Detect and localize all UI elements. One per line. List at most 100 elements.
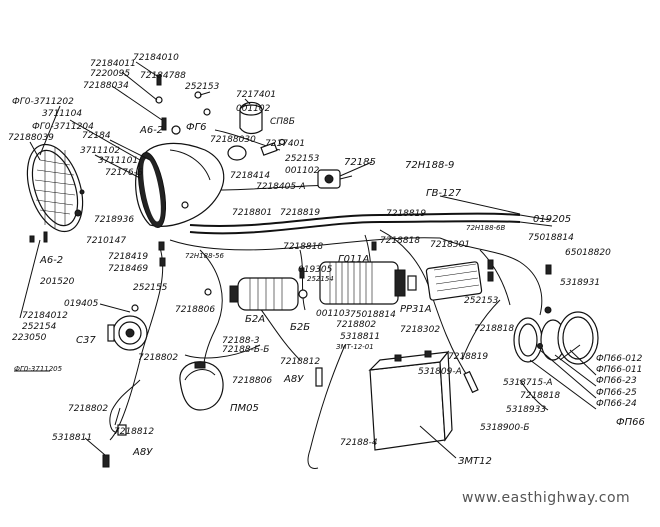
part-label: 7218414 bbox=[230, 171, 270, 181]
part-label: 001103 bbox=[316, 309, 351, 319]
part-label: ФП66-012 bbox=[596, 354, 643, 364]
headlamp-lens bbox=[26, 143, 85, 233]
part-label: 5318811 bbox=[340, 332, 380, 342]
part-label: А6-2 bbox=[139, 125, 163, 136]
part-label: ФП66-24 bbox=[596, 399, 637, 409]
part-label: 7218818 bbox=[380, 236, 420, 246]
part-label: 001102 bbox=[236, 104, 271, 114]
generator bbox=[319, 261, 417, 305]
part-label: Г011А bbox=[338, 254, 370, 265]
part-label: 5318811 bbox=[52, 433, 92, 443]
part-label: 72184010 bbox=[133, 53, 179, 63]
part-label: 7218405-А bbox=[256, 182, 306, 192]
part-label: 019305 bbox=[298, 265, 333, 275]
part-label: 7218302 bbox=[400, 325, 440, 335]
part-label: 72188-3 bbox=[222, 336, 260, 346]
part-label: 72184788 bbox=[140, 71, 186, 81]
part-label: ПМ05 bbox=[230, 403, 259, 414]
part-label: 252153 bbox=[285, 154, 320, 164]
part-label: ГВ-127 bbox=[426, 188, 462, 199]
part-label: 72188-4 bbox=[340, 438, 378, 448]
part-label: 72184 bbox=[82, 131, 111, 141]
part-label: 252154 bbox=[307, 275, 334, 283]
part-label: 7218802 bbox=[336, 320, 376, 330]
part-label: 7218812 bbox=[114, 427, 154, 437]
part-label: 252155 bbox=[133, 283, 168, 293]
part-label: 7217401 bbox=[236, 90, 276, 100]
light-switch bbox=[317, 169, 353, 189]
part-label: 7218301 bbox=[430, 240, 470, 250]
part-label: 223050 bbox=[12, 333, 47, 343]
part-label: 72184011 bbox=[90, 59, 136, 69]
part-label: 72Н188-6В bbox=[466, 224, 506, 232]
voltage-regulator bbox=[425, 261, 483, 301]
part-label: А8У bbox=[283, 374, 304, 385]
part-label: 72188039 bbox=[8, 133, 54, 143]
part-label: 252154 bbox=[22, 322, 57, 332]
part-label: ФП66 bbox=[616, 417, 645, 428]
part-label: 7218806 bbox=[175, 305, 215, 315]
part-label: 7218802 bbox=[68, 404, 108, 414]
part-label: 7218812 bbox=[280, 357, 320, 367]
part-label: 72176-Б bbox=[105, 168, 143, 178]
part-label: 7218806 bbox=[232, 376, 272, 386]
part-label: 72188034 bbox=[83, 81, 129, 91]
part-label: ЗМТ12 bbox=[458, 456, 492, 467]
part-label: 72Н188-56 bbox=[185, 252, 225, 260]
part-label: ФГ0-3711204 bbox=[32, 122, 94, 132]
part-labels: 72184011 72184010 7220095 72184788 72188… bbox=[8, 53, 645, 467]
ignition-coil bbox=[229, 277, 308, 311]
part-label: 7217401 bbox=[265, 139, 305, 149]
part-label: 201520 bbox=[40, 277, 75, 287]
part-label: 75018814 bbox=[350, 310, 396, 320]
part-label: ФГ0-3711205 bbox=[14, 365, 63, 373]
part-label: Б2А bbox=[245, 314, 265, 325]
part-label: 65018820 bbox=[565, 248, 611, 258]
part-label: 7218419 bbox=[108, 252, 148, 262]
battery bbox=[368, 350, 453, 451]
part-label: 5318715-А bbox=[503, 378, 553, 388]
part-label: А8У bbox=[132, 447, 153, 458]
part-label: 72185 bbox=[344, 157, 376, 168]
distributor bbox=[107, 315, 148, 351]
part-label: 7218818 bbox=[283, 242, 323, 252]
part-label: 5318931 bbox=[560, 278, 600, 288]
part-label: ФП66-011 bbox=[596, 365, 642, 375]
part-label: 7218819 bbox=[386, 209, 426, 219]
part-label: 5318900-Б bbox=[480, 423, 530, 433]
part-label: 252153 bbox=[185, 82, 220, 92]
part-label: 019405 bbox=[64, 299, 99, 309]
part-label: 72188-Б-Б bbox=[222, 345, 269, 355]
part-label: 75018814 bbox=[528, 233, 574, 243]
part-label: 72Н188-9 bbox=[405, 160, 454, 171]
part-label: 5318933 bbox=[506, 405, 546, 415]
part-label: СП8Б bbox=[270, 117, 295, 127]
part-label: 252153 bbox=[464, 296, 499, 306]
part-label: 7210147 bbox=[86, 236, 126, 246]
tail-lamp bbox=[513, 306, 599, 365]
part-label: 7218469 bbox=[108, 264, 148, 274]
ignition-unit bbox=[179, 361, 224, 411]
part-label: ЗМТ-12-01 bbox=[336, 343, 374, 351]
part-label: 3711102 bbox=[80, 146, 120, 156]
part-label: 7218936 bbox=[94, 215, 134, 225]
part-label: 7218802 bbox=[138, 353, 178, 363]
part-label: 3711101 bbox=[98, 156, 138, 166]
watermark: www.easthighway.com bbox=[462, 490, 630, 506]
part-label: Б2Б bbox=[290, 322, 310, 333]
part-label: 7218801 bbox=[232, 208, 272, 218]
headlamp-housing bbox=[135, 142, 225, 228]
part-label: 3711104 bbox=[42, 109, 82, 119]
part-label: 001102 bbox=[285, 166, 320, 176]
leader-lines bbox=[14, 61, 597, 459]
part-label: 019205 bbox=[533, 214, 571, 225]
part-label: РР31А bbox=[400, 304, 432, 315]
part-label: 72188030 bbox=[210, 135, 256, 145]
side-lamp bbox=[227, 101, 286, 161]
part-label: ФГ0-3711202 bbox=[12, 97, 74, 107]
part-label: 7218819 bbox=[280, 208, 320, 218]
part-label: 7218819 bbox=[448, 352, 488, 362]
part-label: ФГ6 bbox=[186, 122, 207, 133]
